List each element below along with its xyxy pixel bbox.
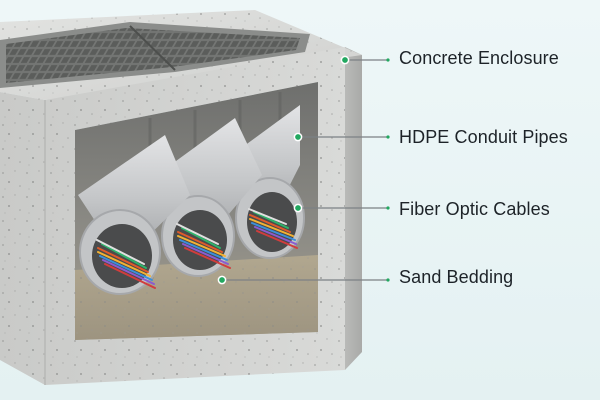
- label-concrete-enclosure: Concrete Enclosure: [399, 48, 559, 68]
- fiber-bundle: [176, 223, 231, 269]
- label-fiber-optic-cables: Fiber Optic Cables: [399, 199, 550, 219]
- callout-leaders: [222, 59, 388, 281]
- label-sand-bedding: Sand Bedding: [399, 267, 514, 287]
- fiber-bundle: [96, 239, 156, 289]
- manhole-grate-icon: [0, 22, 310, 88]
- label-hdpe-conduit-pipes: HDPE Conduit Pipes: [399, 127, 568, 147]
- fiber-bundle: [248, 208, 298, 249]
- leader-dot-fiber-optic-cables: [293, 203, 303, 213]
- callout-dots: [217, 55, 390, 285]
- leader-dot-sand-bedding: [217, 275, 227, 285]
- leader-dot-hdpe-conduit-pipes: [293, 132, 303, 142]
- fiber-optic-bundles: [96, 208, 298, 289]
- leader-dot-concrete-enclosure: [340, 55, 350, 65]
